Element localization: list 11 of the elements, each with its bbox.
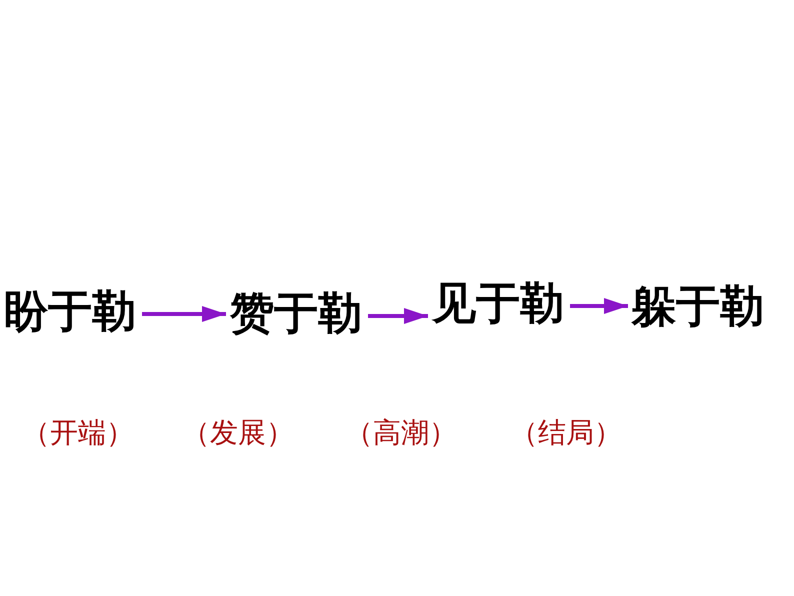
stage-text: 躲于勒 xyxy=(632,285,764,329)
stage-text: 盼于勒 xyxy=(4,290,136,334)
arrow xyxy=(570,298,628,314)
stage-label: （开端） xyxy=(22,415,134,451)
arrow xyxy=(368,308,428,324)
stage-label: （高潮） xyxy=(345,415,457,451)
stage-text: 赞于勒 xyxy=(230,292,362,336)
stage-text: 见于勒 xyxy=(432,282,564,326)
arrow xyxy=(142,306,226,322)
stage-label: （结局） xyxy=(510,415,622,451)
stage-label: （发展） xyxy=(182,415,294,451)
